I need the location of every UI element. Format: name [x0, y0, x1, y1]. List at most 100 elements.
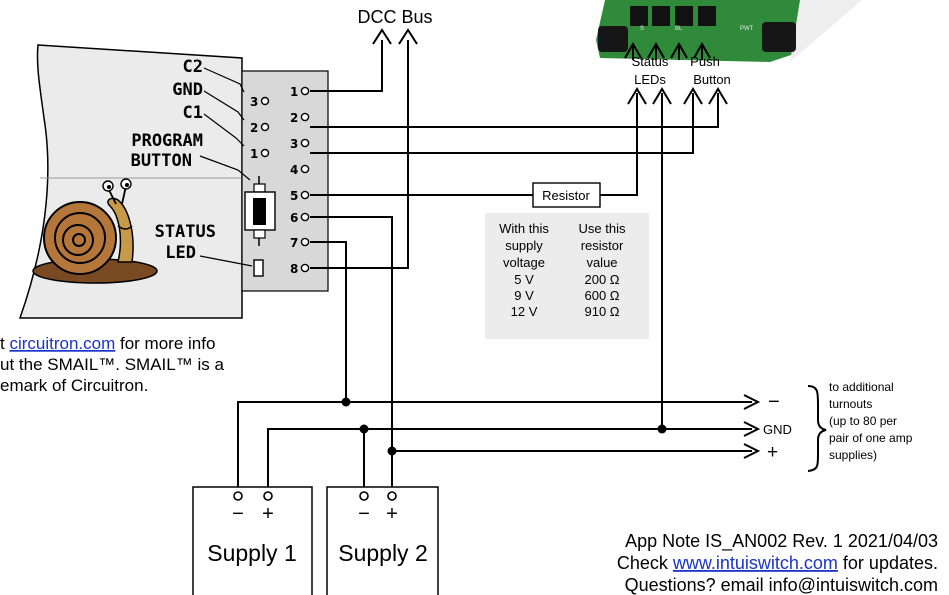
label-gnd: GND — [172, 80, 203, 100]
push-label-2: Button — [693, 72, 731, 87]
board-shadow — [790, 0, 862, 62]
terminal-pin-7: 7 — [290, 236, 310, 250]
table-resistor-3: 910 Ω — [584, 304, 619, 319]
svg-text:(up to 80 per: (up to 80 per — [829, 414, 897, 428]
footer-line-2: Check www.intuiswitch.com for updates. — [617, 553, 938, 573]
supply-1: − + Supply 1 — [192, 486, 313, 595]
table-head-1a: With this — [499, 221, 549, 236]
footer: App Note IS_AN002 Rev. 1 2021/04/03 Chec… — [617, 531, 938, 595]
table-voltage-3: 12 V — [511, 304, 538, 319]
table-head-2a: Use this — [579, 221, 626, 236]
arrow-gnd — [743, 421, 761, 437]
program-button — [244, 176, 276, 246]
table-voltage-2: 9 V — [514, 288, 534, 303]
footer-line-1: App Note IS_AN002 Rev. 1 2021/04/03 — [625, 531, 938, 552]
supply-1-box — [192, 486, 313, 595]
supply-2-box — [326, 486, 439, 595]
svg-text:3: 3 — [250, 95, 258, 109]
supply-2: − + Supply 2 — [326, 486, 439, 595]
svg-text:2: 2 — [290, 111, 298, 125]
svg-text:4: 4 — [290, 163, 298, 177]
snail-neck — [107, 197, 134, 263]
label-status: STATUS — [155, 222, 216, 242]
intuiswitch-link[interactable]: www.intuiswitch.com — [672, 553, 838, 573]
label-c2: C2 — [183, 57, 203, 77]
table-resistor-1: 200 Ω — [584, 272, 619, 287]
board-connector-1 — [630, 6, 648, 26]
supply-2-plus-label: + — [386, 503, 398, 525]
pointer-c1 — [203, 113, 245, 147]
svg-text:1: 1 — [250, 147, 258, 161]
pointer-gnd — [203, 90, 245, 121]
table-head-2c: value — [586, 255, 617, 270]
wire-dcc-b — [310, 40, 409, 269]
board-arrows — [624, 41, 728, 105]
label-button: BUTTON — [131, 151, 192, 171]
status-led — [253, 259, 264, 277]
terminal-pin-5: 5 — [290, 189, 310, 203]
table-head-1b: supply — [505, 238, 543, 253]
board-connector-4 — [698, 6, 716, 26]
label-led: LED — [165, 243, 196, 263]
dcc-arrow-a — [372, 28, 392, 45]
svg-text:6: 6 — [290, 211, 298, 225]
smail-module: C2 GND C1 PROGRAM BUTTON STATUS LED 3 2 … — [18, 44, 329, 319]
small-pin-3: 3 — [250, 95, 270, 109]
svg-text:turnouts: turnouts — [829, 397, 872, 411]
junction-gnd — [359, 424, 369, 434]
status-label-1: Status — [632, 54, 669, 69]
bus-arrowheads — [743, 394, 761, 459]
supply-1-name: Supply 1 — [207, 540, 297, 566]
svg-text:3: 3 — [290, 137, 298, 151]
table-voltage-1: 5 V — [514, 272, 534, 287]
wire-pin3-button — [310, 93, 694, 154]
terminal-pins: 1 2 3 4 5 6 7 8 — [290, 85, 310, 276]
svg-text:7: 7 — [290, 236, 298, 250]
info-line-2: ut the SMAIL™. SMAIL™ is a — [0, 355, 224, 374]
push-label-1: Push — [690, 54, 720, 69]
terminal-pin-6: 6 — [290, 211, 310, 225]
resistor — [532, 182, 601, 208]
resistor-table-bg — [485, 213, 649, 339]
resistor-table: With this supply voltage Use this resist… — [485, 213, 649, 339]
supply-2-plus-terminal — [387, 491, 397, 501]
pointer-program — [199, 155, 251, 181]
bus-label-plus: + — [767, 442, 778, 463]
info-text: t circuitron.com for more info ut the SM… — [0, 334, 224, 395]
arrow-plus — [743, 443, 761, 459]
board-mount-right — [762, 22, 796, 52]
wires — [237, 40, 752, 496]
wire-dcc-a — [310, 40, 383, 92]
supply-1-minus-label: − — [232, 503, 244, 525]
terminal-pin-2: 2 — [290, 111, 310, 125]
label-program: PROGRAM — [131, 131, 203, 151]
supply-2-minus-terminal — [359, 491, 369, 501]
dcc-arrow-b — [398, 28, 418, 45]
controller-board: S BL PWT — [596, 0, 862, 62]
brace-note: to additional turnouts (up to 80 per pai… — [829, 380, 913, 462]
junction-minus — [341, 397, 351, 407]
pointer-c2 — [203, 67, 245, 93]
bus-label-gnd: GND — [763, 422, 792, 437]
status-label-2: LEDs — [634, 72, 666, 87]
table-head-1c: voltage — [503, 255, 545, 270]
supply-1-minus-terminal — [233, 491, 243, 501]
board-silkscreen-1: S — [640, 26, 644, 32]
terminal-pin-4: 4 — [290, 163, 310, 177]
supply-1-plus-terminal — [263, 491, 273, 501]
label-c1: C1 — [183, 103, 203, 123]
svg-text:to additional: to additional — [829, 380, 894, 394]
svg-text:1: 1 — [290, 85, 298, 99]
wire-resistor-led — [600, 93, 638, 196]
info-line-3: emark of Circuitron. — [0, 376, 148, 395]
circuitron-link[interactable]: circuitron.com — [9, 334, 115, 353]
small-pin-1: 1 — [250, 147, 270, 161]
junction-plus — [387, 446, 397, 456]
bus-gnd — [267, 428, 752, 496]
table-resistor-2: 600 Ω — [584, 288, 619, 303]
svg-text:pair of one amp: pair of one amp — [829, 431, 913, 445]
snail-mascot — [32, 178, 158, 284]
junctions — [341, 397, 667, 456]
bus-label-minus: − — [768, 391, 780, 413]
